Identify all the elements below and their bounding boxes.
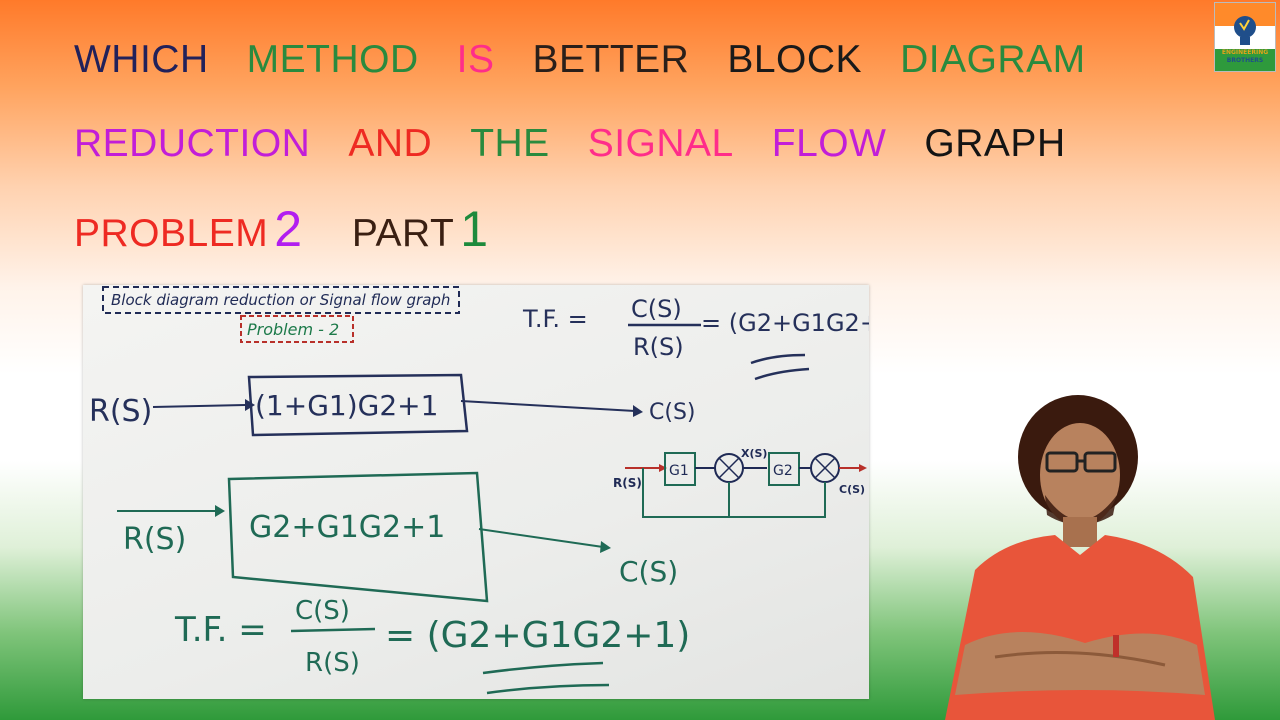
block1-output: C(S) [649, 400, 696, 425]
line1-word-0: WHICH [74, 38, 209, 82]
line2-word-5: GRAPH [924, 122, 1065, 166]
block1-label: (1+G1)G2+1 [255, 389, 438, 422]
mini-input: R(S) [613, 476, 642, 490]
line2-word-2: THE [470, 122, 550, 166]
tf-bottom-label: T.F. = [174, 610, 267, 650]
line2-word-0: REDUCTION [74, 122, 310, 166]
line1-word-1: METHOD [247, 38, 419, 82]
board-problem: Problem - 2 [247, 320, 339, 339]
line1-word-5: DIAGRAM [900, 38, 1086, 82]
logo-line-1: ENGINEERING [1222, 49, 1268, 56]
block2-input: R(S) [123, 522, 186, 557]
tf-top-den: R(S) [633, 333, 684, 361]
block1-input: R(S) [89, 394, 152, 429]
mini-g1: G1 [669, 463, 689, 479]
line2-word-3: SIGNAL [588, 122, 734, 166]
channel-logo: ENGINEERING BROTHERS [1214, 2, 1276, 72]
mini-x: X(S) [741, 447, 767, 460]
bulb-icon: ENGINEERING BROTHERS [1215, 3, 1275, 71]
tf-top-label: T.F. = [522, 305, 588, 333]
board-header: Block diagram reduction or Signal flow g… [111, 291, 450, 309]
problem-number: 2 [274, 200, 302, 258]
mini-g2: G2 [773, 463, 793, 479]
tf-top-rhs: = (G2+G1G2+1) [701, 309, 869, 337]
title-line-2: REDUCTION AND THE SIGNAL FLOW GRAPH [74, 122, 1104, 166]
line1-word-4: BLOCK [727, 38, 862, 82]
tf-bottom-rhs: = (G2+G1G2+1) [385, 615, 690, 656]
line2-word-1: AND [348, 122, 432, 166]
block2-output: C(S) [619, 555, 678, 588]
line1-word-2: IS [457, 38, 495, 82]
whiteboard-image: Block diagram reduction or Signal flow g… [83, 285, 869, 699]
line1-word-3: BETTER [533, 38, 690, 82]
tf-bottom-den: R(S) [305, 648, 360, 678]
block2-label: G2+G1G2+1 [249, 510, 445, 545]
tf-top-num: C(S) [631, 295, 682, 323]
mini-output: C(S) [839, 483, 865, 496]
presenter-image [935, 395, 1225, 720]
title-line-1: WHICH METHOD IS BETTER BLOCK DIAGRAM [74, 38, 1124, 82]
tf-bottom-num: C(S) [295, 596, 350, 626]
mini-block-diagram: R(S) G1 X(S) G2 C(S) [613, 447, 867, 517]
whiteboard-drawing: Block diagram reduction or Signal flow g… [83, 285, 869, 699]
line2-word-4: FLOW [772, 122, 887, 166]
part-number: 1 [460, 200, 488, 258]
logo-line-2: BROTHERS [1227, 57, 1263, 64]
